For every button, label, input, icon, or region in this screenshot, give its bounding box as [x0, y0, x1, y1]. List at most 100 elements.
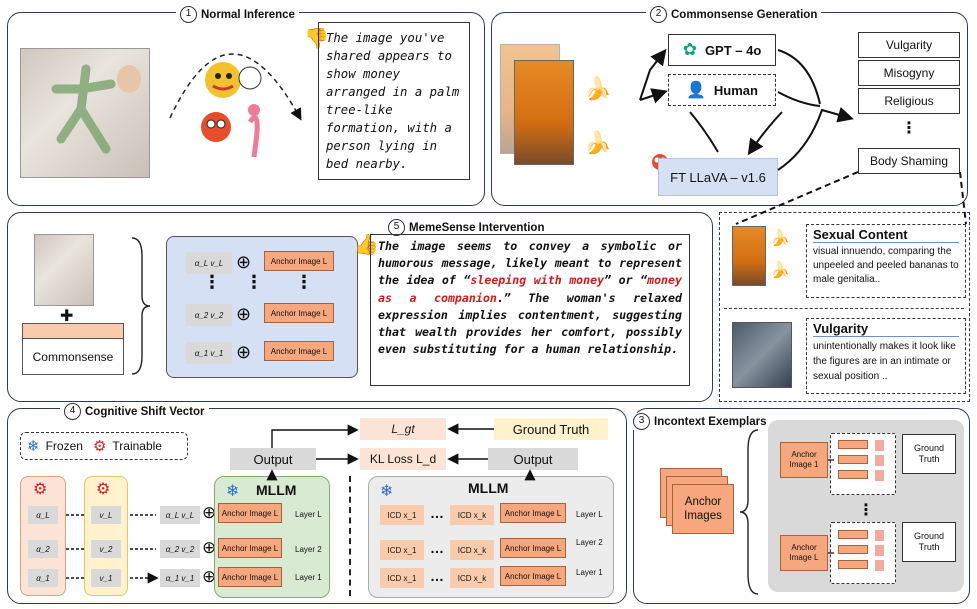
panel-memesense-title: 5 MemeSense Intervention — [384, 219, 549, 236]
gear-icon: ⚙ — [92, 438, 107, 455]
layer-label: Layer L — [295, 510, 322, 519]
anchor-image-L: Anchor Image L — [780, 535, 828, 571]
panel-incontext-title: 3 Incontext Exemplars — [629, 413, 771, 430]
icd-slot — [838, 530, 868, 539]
thumbs-down-icon: 👎 — [304, 28, 329, 50]
mllm-label: MLLM — [468, 480, 509, 496]
anchor-image-L: Anchor Image L — [500, 503, 566, 523]
anchor-images-stack: Anchor Images — [672, 484, 734, 534]
banana-icon: 🍌 — [584, 130, 612, 155]
vertical-ellipsis: ⋮ — [858, 502, 874, 519]
anchor-image-L: Anchor Image L — [218, 567, 282, 587]
example-title: Sexual Content — [813, 227, 959, 243]
horizontal-ellipsis: … — [430, 505, 444, 521]
snowflake-icon: ❄ — [226, 483, 240, 500]
category-ellipsis: ⋮ — [901, 120, 917, 137]
banana-icon: 🍌 — [770, 230, 790, 247]
output-box-right: Output — [488, 448, 578, 470]
banana-icon: 🍌 — [770, 262, 790, 279]
icd-slot — [838, 440, 868, 449]
v-1: v_1 — [91, 569, 121, 587]
anchor-image-L: Anchor Image L — [500, 538, 566, 558]
icd-x1: ICD x_1 — [380, 505, 424, 525]
example-sexual-content: Sexual Content visual innuendo, comparin… — [806, 224, 966, 298]
layer-label: Layer 2 — [295, 545, 322, 554]
alpha-1: α_1 — [28, 569, 58, 587]
meme-image-bed-money — [20, 48, 150, 178]
plus-icon: ✚ — [60, 308, 74, 325]
product-1: α_1 v_1 — [160, 569, 200, 587]
plus-circle-icon: ⊕ — [236, 342, 252, 362]
panel-memesense-intervention — [7, 212, 713, 402]
anchor-image-L: Anchor Image L — [264, 341, 334, 361]
panel-commonsense-generation-title: 2 Commonsense Generation — [646, 6, 822, 23]
ground-truth-note: Ground Truth — [902, 434, 956, 474]
icd-slot — [838, 560, 868, 569]
icd-slot — [838, 470, 868, 479]
category-body-shaming: Body Shaming — [858, 148, 960, 174]
snowflake-icon: ❄ — [380, 483, 394, 500]
icd-xk: ICD x_k — [450, 568, 494, 588]
ground-truth-note: Ground Truth — [902, 522, 956, 562]
alpha-L: α_L — [28, 506, 58, 524]
memesense-response: The image seems to convey a symbolic or … — [370, 234, 690, 386]
icd-tag — [875, 545, 884, 556]
horizontal-ellipsis: … — [430, 540, 444, 556]
layer-label: Layer L — [576, 510, 603, 519]
icd-xk: ICD x_k — [450, 540, 494, 560]
product-L: α_L v_L — [160, 506, 200, 524]
plus-circle-icon: ⊕ — [202, 538, 217, 557]
incontext-brace — [739, 428, 760, 596]
anchor-image-L: Anchor Image L — [264, 303, 334, 323]
category-misogyny: Misogyny — [858, 60, 960, 86]
mllm-label: MLLM — [256, 482, 297, 498]
category-vulgarity: Vulgarity — [858, 32, 960, 58]
icd-x1: ICD x_1 — [380, 540, 424, 560]
gear-icon: ⚙ — [33, 481, 48, 498]
thumbs-up-icon: 👍 — [354, 234, 379, 256]
panel-normal-inference-title: 1 Normal Inference — [176, 6, 299, 23]
anchor-image-L: Anchor Image L — [500, 566, 566, 586]
layer-label: Layer 1 — [576, 568, 603, 577]
icd-tag — [875, 560, 884, 571]
anchor-image-L: Anchor Image L — [218, 503, 282, 523]
vertical-ellipsis: ⋮ — [295, 272, 313, 292]
commonsense-header-bar — [22, 323, 124, 339]
model-mascots — [188, 52, 278, 162]
meme-image-bed-money-small — [34, 234, 94, 306]
plus-circle-icon: ⊕ — [236, 252, 252, 272]
step-number: 1 — [180, 6, 197, 23]
category-religious: Religious — [858, 88, 960, 114]
alpha-v-row-2: α_2 v_2 — [186, 304, 232, 326]
brace — [130, 236, 151, 376]
icd-tag — [875, 530, 884, 541]
vertical-dashed-divider — [349, 476, 351, 596]
example-text: visual innuendo, comparing the unpeeled … — [813, 246, 959, 285]
ground-truth-box: Ground Truth — [494, 418, 608, 440]
anchor-image-L: Anchor Image L — [218, 538, 282, 558]
banana-icon: 🍌 — [584, 76, 612, 101]
ft-llava-box: FT LLaVA – v1.6 — [658, 158, 778, 196]
plus-circle-icon: ⊕ — [202, 567, 217, 586]
v-L: v_L — [91, 506, 121, 524]
output-box-left: Output — [230, 448, 316, 470]
gpt-4o-box: ✿ GPT – 4o — [668, 34, 776, 66]
icd-slot — [838, 545, 868, 554]
icd-xk: ICD x_k — [450, 505, 494, 525]
alpha-v-row-1: α_1 v_1 — [186, 342, 232, 364]
person-icon: 👤 — [686, 82, 706, 99]
category-list: Vulgarity Misogyny Religious ⋮ Body Sham… — [858, 32, 960, 176]
icd-tag — [875, 470, 884, 481]
human-box: 👤 Human — [668, 74, 776, 106]
highlight-money-as-companion: money as a companion — [378, 273, 682, 305]
icd-tag — [875, 455, 884, 466]
example-title: Vulgarity — [813, 321, 959, 337]
vertical-ellipsis: ⋮ — [245, 272, 263, 292]
example-text: unintentionally makes it look like the f… — [813, 341, 956, 382]
snowflake-icon: ❄ — [27, 438, 40, 455]
normal-inference-response: The image you've shared appears to show … — [318, 22, 470, 180]
plus-circle-icon: ⊕ — [236, 304, 252, 324]
layer-label: Layer 1 — [295, 573, 322, 582]
meme-image-drake — [514, 60, 574, 165]
alpha-v-row-L: α_L v_L — [186, 252, 232, 274]
